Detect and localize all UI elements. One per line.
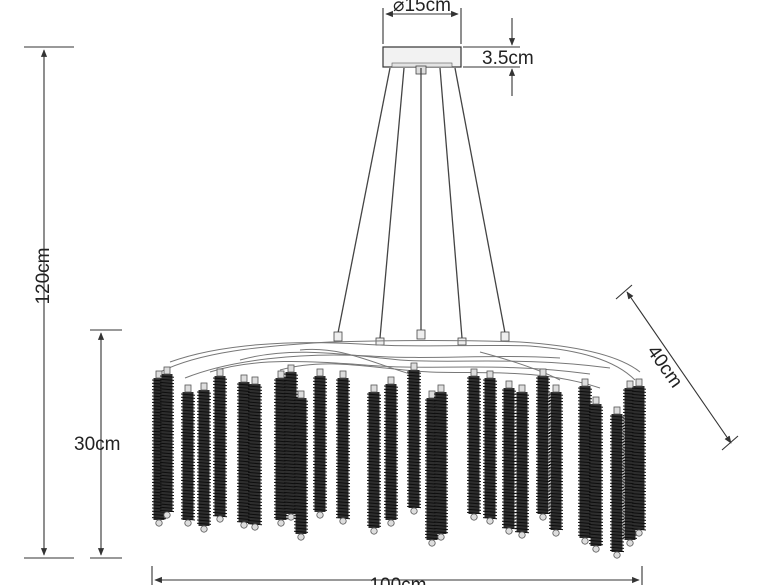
crystal-strand	[433, 384, 449, 541]
crystal-strand	[482, 370, 498, 525]
canopy-diameter-dimension: ⌀15cm	[382, 0, 462, 44]
crystal-strand	[293, 390, 309, 541]
strand-length-label: 30cm	[74, 434, 120, 455]
canopy-height-dimension: 3.5cm	[463, 18, 534, 96]
suspension-cables	[333, 67, 510, 346]
crystal-strand	[180, 384, 196, 527]
crystal-strand	[466, 368, 482, 521]
crystal-strand	[312, 368, 328, 519]
crystal-strand	[159, 366, 175, 519]
crystal-strand	[548, 384, 564, 537]
canopy-height-label: 3.5cm	[482, 48, 534, 69]
crystal-strand	[577, 378, 593, 545]
crystal-strand	[236, 374, 252, 529]
crystal-strands	[151, 362, 647, 559]
depth-label: 40cm	[643, 342, 687, 392]
ceiling-canopy	[382, 46, 462, 75]
width-dimension: 100cm	[151, 566, 643, 585]
crystal-strand	[406, 362, 422, 515]
total-height-label: 120cm	[33, 247, 54, 304]
crystal-strand	[501, 380, 517, 535]
branch-frame	[159, 340, 641, 389]
crystal-strand	[366, 384, 382, 535]
crystal-strand	[535, 368, 551, 521]
crystal-strand	[383, 376, 399, 527]
crystal-strand	[196, 382, 212, 533]
strand-length-dimension: 30cm	[74, 329, 122, 559]
crystal-strand	[247, 376, 263, 531]
total-height-dimension: 120cm	[24, 46, 74, 559]
width-label: 100cm	[369, 575, 426, 585]
crystal-strand	[631, 378, 647, 537]
crystal-strand	[609, 406, 625, 559]
crystal-strand	[588, 396, 604, 553]
crystal-strand	[514, 384, 530, 539]
canopy-diameter-label: ⌀15cm	[393, 0, 451, 16]
crystal-strand	[212, 368, 228, 523]
crystal-strand	[335, 370, 351, 525]
